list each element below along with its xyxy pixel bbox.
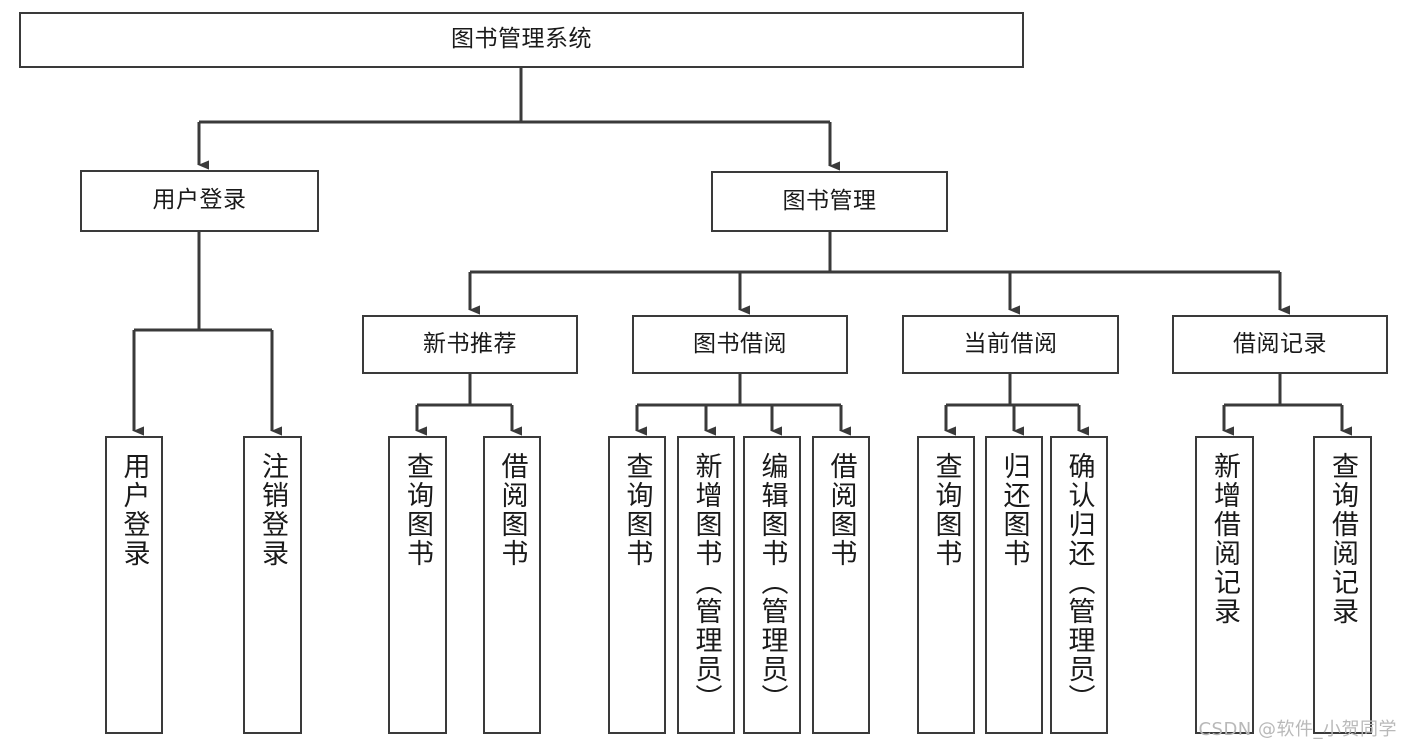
connector-group-book-manage <box>468 232 1290 315</box>
node-leaf-borrow-book-rec-label: 借阅图书 <box>496 452 528 568</box>
connector-group-user-login <box>132 232 282 436</box>
node-leaf-borrow-book-bb-label: 借阅图书 <box>825 452 857 568</box>
node-borrow-record[interactable]: 借阅记录 <box>1172 315 1388 374</box>
node-leaf-borrow-book-rec[interactable]: 借阅图书 <box>483 436 541 734</box>
node-leaf-user-login[interactable]: 用户登录 <box>105 436 163 734</box>
node-leaf-add-book[interactable]: 新增图书（管理员） <box>677 436 735 734</box>
connector-group-current-borrow <box>944 374 1089 436</box>
node-leaf-query-book-bb-label: 查询图书 <box>621 452 653 568</box>
node-leaf-logout-label: 注销登录 <box>257 452 288 568</box>
node-book-borrow-label: 图书借阅 <box>693 330 787 357</box>
watermark-text: CSDN @软件_小贺同学 <box>1198 719 1397 740</box>
node-leaf-confirm-return[interactable]: 确认归还（管理员） <box>1050 436 1108 734</box>
node-leaf-confirm-return-label: 确认归还（管理员） <box>1063 452 1095 713</box>
node-leaf-edit-book[interactable]: 编辑图书（管理员） <box>743 436 801 734</box>
node-leaf-edit-book-label: 编辑图书（管理员） <box>756 452 788 713</box>
node-leaf-logout[interactable]: 注销登录 <box>243 436 302 734</box>
node-leaf-query-book-bb[interactable]: 查询图书 <box>608 436 666 734</box>
node-user-login[interactable]: 用户登录 <box>80 170 319 232</box>
node-leaf-query-record-label: 查询借阅记录 <box>1327 452 1358 626</box>
node-leaf-return-book-label: 归还图书 <box>998 452 1030 568</box>
node-new-book-rec[interactable]: 新书推荐 <box>362 315 578 374</box>
node-leaf-borrow-book-bb[interactable]: 借阅图书 <box>812 436 870 734</box>
node-leaf-query-book-rec[interactable]: 查询图书 <box>388 436 447 734</box>
connector-group-new-book-rec <box>415 374 522 436</box>
node-book-manage[interactable]: 图书管理 <box>711 171 948 232</box>
node-leaf-user-login-label: 用户登录 <box>118 452 150 568</box>
node-borrow-record-label: 借阅记录 <box>1233 330 1327 357</box>
node-leaf-return-book[interactable]: 归还图书 <box>985 436 1043 734</box>
connector-group-book-borrow <box>635 374 851 436</box>
node-leaf-query-record[interactable]: 查询借阅记录 <box>1313 436 1372 734</box>
node-leaf-query-book-cb[interactable]: 查询图书 <box>917 436 975 734</box>
connector-group-root <box>197 68 840 171</box>
node-current-borrow-label: 当前借阅 <box>963 330 1058 357</box>
node-leaf-query-book-cb-label: 查询图书 <box>930 452 962 568</box>
node-current-borrow[interactable]: 当前借阅 <box>902 315 1119 374</box>
node-root[interactable]: 图书管理系统 <box>19 12 1024 68</box>
node-book-manage-label: 图书管理 <box>782 187 877 214</box>
node-leaf-add-record-label: 新增借阅记录 <box>1209 452 1240 626</box>
node-root-label: 图书管理系统 <box>451 26 592 53</box>
node-leaf-add-book-label: 新增图书（管理员） <box>690 452 722 713</box>
node-user-login-label: 用户登录 <box>152 187 247 214</box>
node-leaf-add-record[interactable]: 新增借阅记录 <box>1195 436 1254 734</box>
node-leaf-query-book-rec-label: 查询图书 <box>402 452 433 568</box>
node-new-book-rec-label: 新书推荐 <box>423 330 517 357</box>
node-book-borrow[interactable]: 图书借阅 <box>632 315 848 374</box>
connector-group-borrow-record <box>1222 374 1352 436</box>
